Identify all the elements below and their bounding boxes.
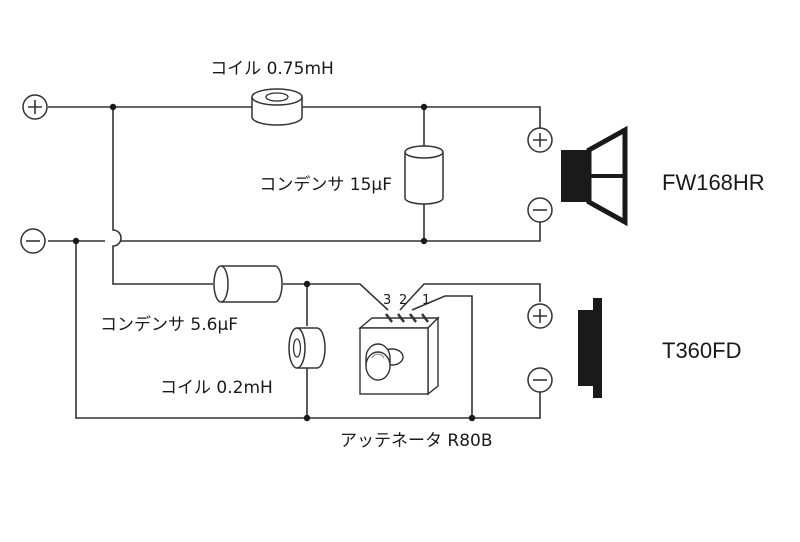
tweeter-speaker-icon [578, 298, 602, 398]
cap2-label: コンデンサ 5.6μF [100, 314, 238, 335]
wiring [48, 106, 541, 419]
coil2-label: コイル 0.2mH [160, 378, 273, 398]
woofer-speaker-icon [561, 125, 628, 227]
coil1-label: コイル 0.75mH [210, 59, 334, 79]
plus-terminal-icon [533, 133, 547, 147]
tap3-label: 3 [383, 293, 391, 308]
capacitor-5-6uf [213, 265, 283, 303]
tweeter-plus-terminal [527, 303, 553, 329]
woofer-minus-terminal [527, 197, 553, 223]
tap1-label: 1 [422, 293, 430, 308]
woofer-model-label: FW168HR [662, 170, 765, 195]
coil-0-2mh [288, 327, 326, 369]
tweeter-minus-terminal [527, 367, 553, 393]
plus-terminal-icon [28, 100, 42, 114]
woofer-plus-terminal [527, 127, 553, 153]
tap2-label: 2 [399, 293, 407, 308]
attenuator-label: アッテネータ R80B [340, 431, 493, 451]
cap1-label: コンデンサ 15μF [259, 174, 392, 195]
capacitor-15uf [404, 145, 444, 205]
plus-terminal-icon [533, 309, 547, 323]
junction-dots [72, 103, 476, 422]
input-minus-terminal [20, 228, 46, 254]
tweeter-model-label: T360FD [662, 338, 741, 363]
attenuator-r80b [358, 313, 440, 396]
coil-0-75mh [251, 88, 303, 126]
input-plus-terminal [22, 94, 48, 120]
